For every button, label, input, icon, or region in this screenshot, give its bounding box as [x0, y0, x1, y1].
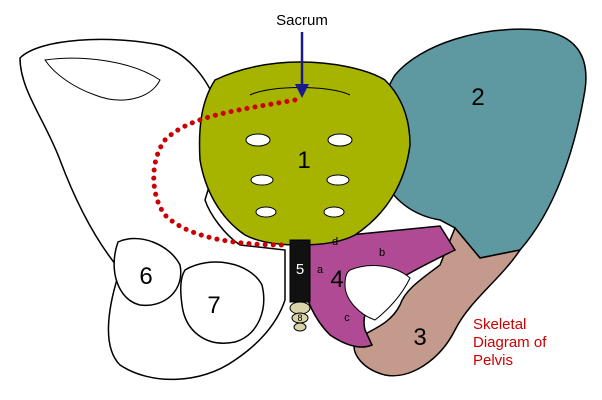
sacral-foramen: [327, 133, 353, 147]
label-3: 3: [413, 324, 426, 351]
label-1: 1: [297, 147, 310, 174]
sacral-foramen: [323, 206, 345, 218]
left-acetabulum-6: [113, 237, 182, 306]
label-8: 8: [297, 313, 302, 323]
coccyx-8: [289, 301, 311, 332]
sacrum-label: Sacrum: [276, 12, 328, 29]
caption-line: Skeletal: [473, 316, 527, 333]
label-6: 6: [139, 263, 152, 290]
right-ischium-3: [353, 226, 522, 377]
sacrum-1: [198, 61, 411, 246]
caption-line: Diagram of: [473, 334, 547, 351]
right-obturator-foramen: [344, 265, 411, 321]
label-d: d: [332, 236, 338, 248]
left-obturator-7: [180, 261, 265, 344]
caption-line: Pelvis: [473, 352, 514, 369]
caption: Skeletal Diagram of Pelvis: [473, 316, 593, 370]
label-4: 4: [330, 266, 343, 293]
label-5: 5: [296, 261, 304, 278]
label-c: c: [344, 312, 350, 324]
dotted-outline: [151, 97, 298, 248]
sacral-foramen: [250, 174, 274, 186]
label-2: 2: [471, 84, 484, 111]
label-a: a: [317, 264, 324, 276]
sacrum-arrow-head: [295, 84, 309, 98]
label-7: 7: [207, 292, 220, 319]
label-b: b: [379, 247, 385, 259]
sacral-foramen: [326, 174, 350, 186]
sacral-foramen: [255, 206, 277, 218]
sacral-foramen: [245, 133, 271, 147]
left-ilium-inner-curve: [44, 57, 161, 101]
